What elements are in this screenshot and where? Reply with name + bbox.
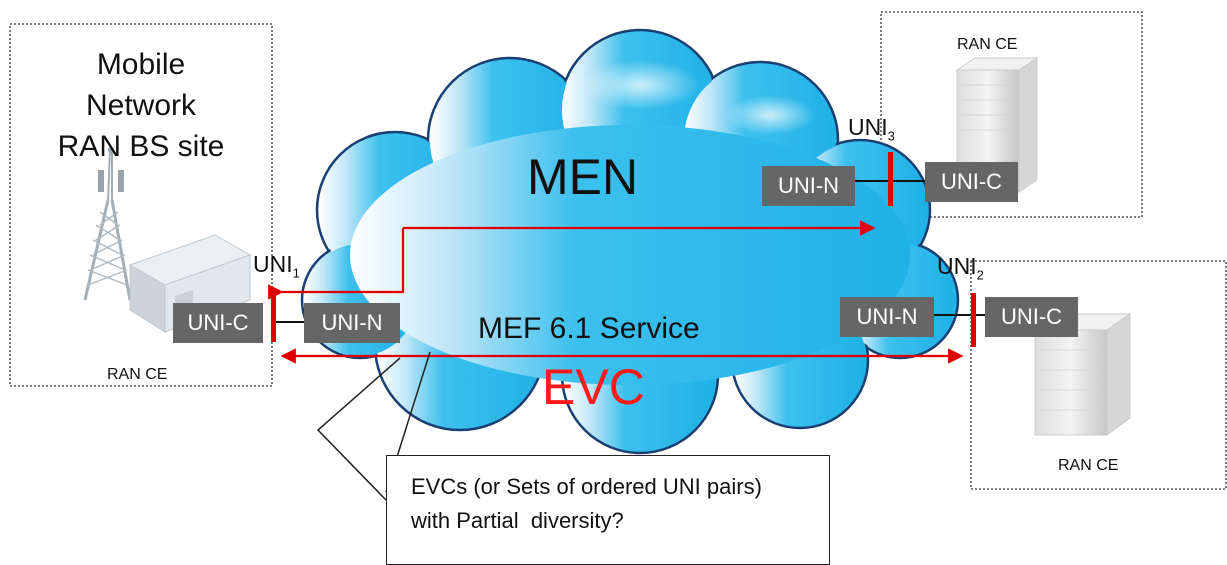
uni3-marker [888, 152, 893, 206]
uni2-marker [971, 293, 976, 347]
bottom-right-ce-label: RAN CE [1058, 457, 1119, 474]
uni1-label: UNI1 [253, 251, 300, 281]
top-right-site-box [880, 11, 1143, 218]
cell-tower-icon [83, 147, 132, 301]
men-label: MEN [527, 149, 639, 205]
left-site-title: Mobile Network RAN BS site [57, 48, 225, 163]
left-ce-label: RAN CE [107, 366, 168, 383]
callout-line-2: with Partial diversity? [411, 508, 624, 533]
top-right-ce-label: RAN CE [957, 36, 1018, 53]
evc-label: EVC [542, 359, 645, 415]
evc-path-uni1-branch [268, 228, 405, 300]
uni1-marker [271, 288, 276, 342]
left-uni-c-box: UNI-C [173, 303, 263, 343]
right-uni-c-box: UNI-C [985, 297, 1078, 337]
top-uni-n-box: UNI-N [762, 166, 855, 206]
service-label: MEF 6.1 Service [478, 312, 700, 345]
bottom-right-site-box [970, 260, 1227, 490]
callout-box: EVCs (or Sets of ordered UNI pairs) with… [386, 455, 830, 565]
top-uni-c-box: UNI-C [925, 162, 1018, 202]
callout-line-1: EVCs (or Sets of ordered UNI pairs) [411, 474, 762, 499]
right-uni-n-box: UNI-N [840, 297, 934, 337]
uni3-label: UNI3 [848, 114, 895, 144]
uni2-label: UNI2 [937, 253, 984, 283]
left-uni-n-box: UNI-N [304, 303, 400, 343]
callout-pointer [316, 357, 401, 501]
